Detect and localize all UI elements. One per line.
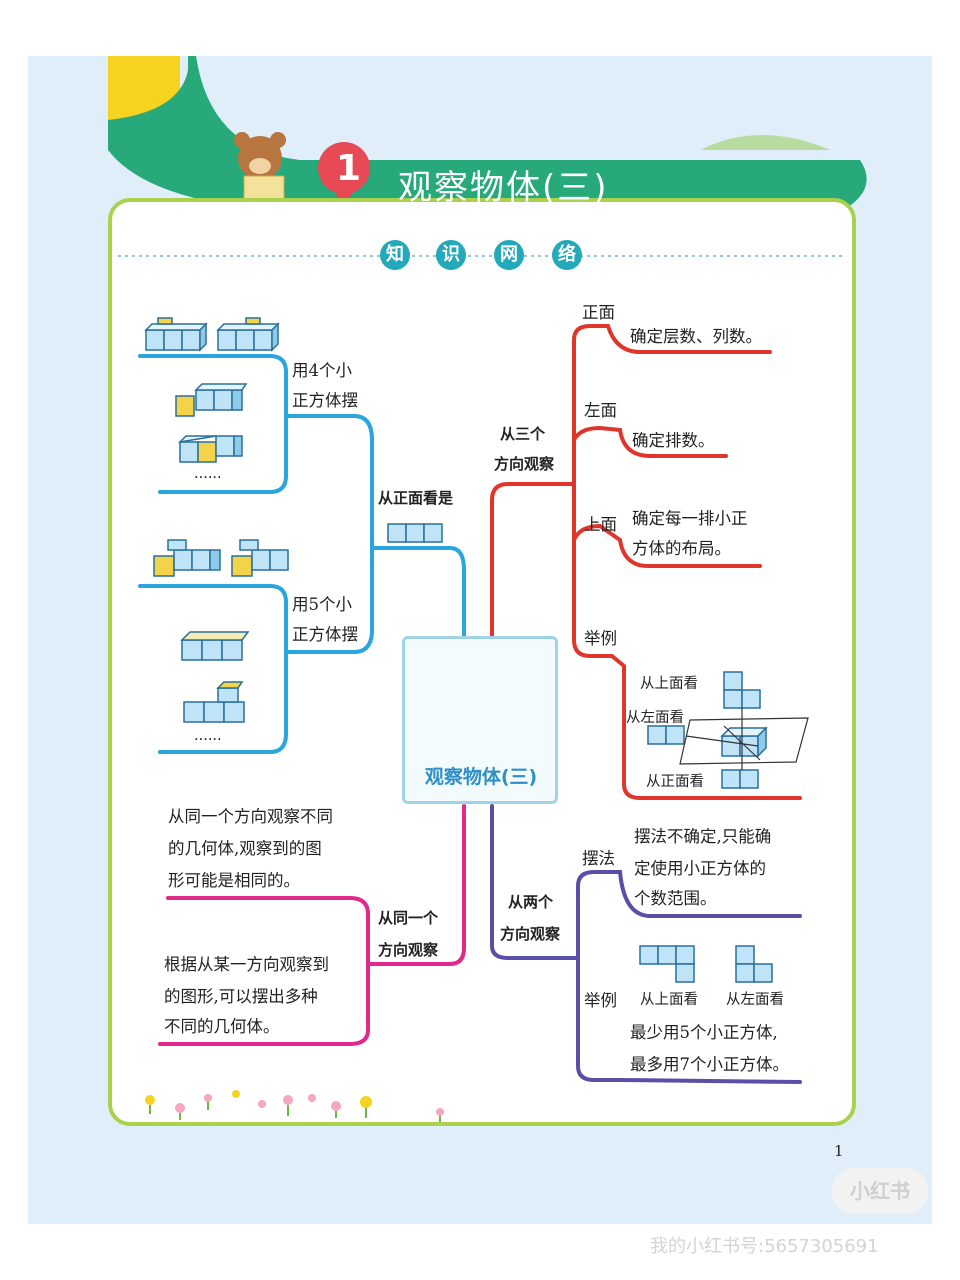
front-face-text: 确定层数、列数。 bbox=[630, 327, 762, 346]
cube-group-4c bbox=[175, 383, 248, 417]
example-from-top: 从上面看 bbox=[640, 676, 698, 692]
example2-line1: 最少用5个小正方体, bbox=[630, 1023, 778, 1042]
cube-group-5a bbox=[153, 539, 221, 577]
top-face-line2: 方体的布局。 bbox=[632, 539, 731, 558]
chapter-badge bbox=[318, 142, 370, 194]
front-view-shape bbox=[387, 523, 443, 543]
bear-reading-icon bbox=[234, 132, 286, 203]
four-cubes-dots: ...... bbox=[194, 466, 222, 482]
same-dir-note2-line2: 的图形,可以摆出多种 bbox=[164, 987, 318, 1006]
example-top-view bbox=[723, 671, 761, 709]
projection-lines bbox=[679, 708, 809, 770]
placement-label: 摆法 bbox=[582, 849, 615, 868]
section-title-char-1: 知 bbox=[380, 240, 410, 270]
example-from-front: 从正面看 bbox=[646, 774, 704, 790]
section-title-char-2: 识 bbox=[436, 240, 466, 270]
example-left-view bbox=[647, 725, 685, 745]
example-label: 举例 bbox=[584, 629, 617, 648]
top-face-label: 上面 bbox=[584, 515, 617, 534]
example-front-view bbox=[721, 769, 759, 789]
header-green-swoosh bbox=[108, 56, 867, 212]
cube-group-5b bbox=[231, 539, 289, 577]
four-cubes-line1: 用4个小 bbox=[292, 361, 352, 380]
same-dir-note1-line3: 形可能是相同的。 bbox=[168, 871, 300, 890]
cube-figures bbox=[144, 317, 773, 983]
three-directions-line2: 方向观察 bbox=[494, 455, 555, 473]
section-title-char-4: 络 bbox=[552, 240, 582, 270]
center-label: 观察物体(三) bbox=[424, 766, 538, 788]
flower-decoration bbox=[145, 1090, 444, 1122]
cube-group-5d bbox=[183, 681, 245, 723]
page-number: 1 bbox=[834, 1142, 844, 1160]
watermark-badge: 小红书 bbox=[832, 1168, 928, 1214]
front-face-label: 正面 bbox=[582, 303, 615, 322]
hill-decoration bbox=[700, 135, 830, 150]
left-face-label: 左面 bbox=[584, 401, 617, 420]
example2-from-top: 从上面看 bbox=[640, 992, 698, 1008]
placement-line1: 摆法不确定,只能确 bbox=[634, 827, 772, 846]
left-face-text: 确定排数。 bbox=[632, 431, 715, 450]
same-direction-line2: 方向观察 bbox=[378, 941, 439, 959]
two-directions-line2: 方向观察 bbox=[500, 925, 561, 943]
example2-line2: 最多用7个小正方体。 bbox=[630, 1055, 789, 1074]
same-dir-note1-line1: 从同一个方向观察不同 bbox=[168, 807, 333, 826]
placement-line3: 个数范围。 bbox=[634, 889, 717, 908]
top-face-line1: 确定每一排小正 bbox=[632, 509, 748, 528]
header-yellow-swoosh bbox=[108, 56, 180, 120]
watermark-text: 我的小红书号:5657305691 bbox=[650, 1236, 879, 1257]
center-node bbox=[402, 636, 558, 804]
same-dir-note2-line1: 根据从某一方向观察到 bbox=[164, 955, 329, 974]
page-title: 观察物体(三) bbox=[398, 168, 609, 208]
example2-left-view bbox=[735, 945, 773, 983]
cube-group-4d bbox=[177, 435, 243, 463]
cube-group-4b bbox=[216, 317, 280, 352]
section-title-char-3: 网 bbox=[494, 240, 524, 270]
same-dir-note2-line3: 不同的几何体。 bbox=[164, 1017, 280, 1036]
five-cubes-line2: 正方体摆 bbox=[292, 625, 358, 644]
same-dir-note1-line2: 的几何体,观察到的图 bbox=[168, 839, 322, 858]
cube-group-5c bbox=[180, 631, 250, 661]
cube-group-4a bbox=[144, 317, 208, 352]
same-direction-line1: 从同一个 bbox=[378, 909, 439, 927]
five-cubes-line1: 用5个小 bbox=[292, 595, 352, 614]
example2-from-left: 从左面看 bbox=[726, 992, 784, 1008]
chapter-number: 1 bbox=[336, 148, 362, 189]
front-view-branch-label: 从正面看是 bbox=[378, 489, 454, 507]
five-cubes-dots: ...... bbox=[194, 728, 222, 744]
placement-line2: 定使用小正方体的 bbox=[634, 859, 766, 878]
four-cubes-line2: 正方体摆 bbox=[292, 391, 358, 410]
two-directions-line1: 从两个 bbox=[508, 893, 554, 911]
example-from-left: 从左面看 bbox=[626, 710, 684, 726]
three-directions-line1: 从三个 bbox=[500, 425, 546, 443]
example2-top-view bbox=[639, 945, 695, 983]
example2-label: 举例 bbox=[584, 991, 617, 1010]
